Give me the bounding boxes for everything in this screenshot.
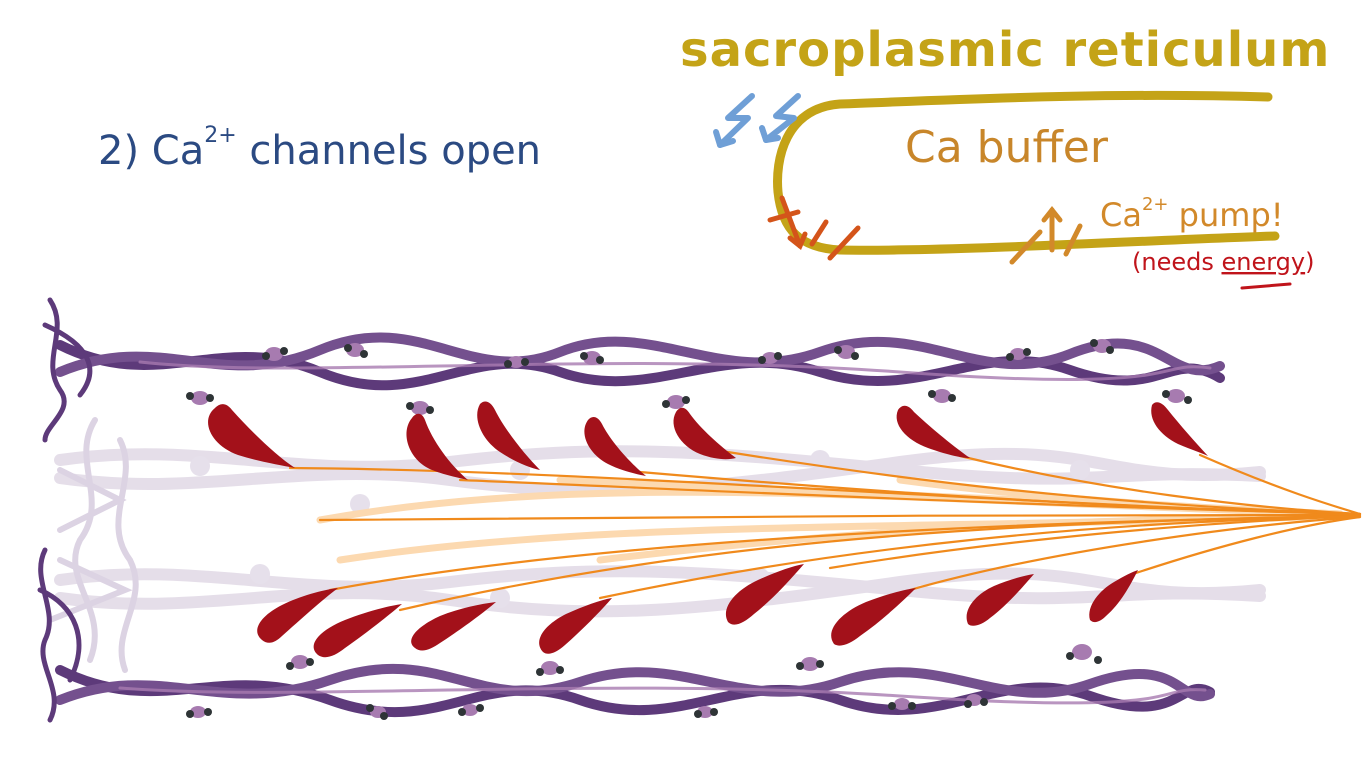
troponin-complex — [366, 704, 388, 720]
myosin-head — [1151, 402, 1208, 456]
down-arrow-icon — [767, 195, 861, 261]
myosin-head — [1089, 570, 1138, 623]
background-actin-filaments — [54, 445, 1266, 618]
troponin-complex — [888, 698, 916, 710]
troponin-complex — [1006, 348, 1031, 361]
ca-pump-label: Ca2+ pump! — [1100, 194, 1284, 234]
myosin-head — [208, 404, 295, 468]
myosin-thick-filament — [288, 444, 1362, 612]
myosin-head — [673, 407, 736, 460]
up-arrow-icon — [1009, 205, 1083, 265]
troponin-complex — [406, 401, 434, 415]
myosin-head — [406, 413, 468, 480]
bottom-actin-filament — [55, 663, 1215, 718]
myosin-head — [966, 574, 1034, 626]
z-disc — [37, 297, 93, 723]
troponin-complex — [504, 356, 529, 368]
troponin-complex — [796, 657, 824, 671]
sarcoplasmic-reticulum: sacroplasmic reticulum Ca buffer Ca2+ pu… — [680, 22, 1330, 290]
myosin-head — [831, 588, 916, 646]
troponin-complex — [834, 345, 859, 360]
troponin-complex — [662, 395, 690, 409]
myosin-head — [313, 604, 402, 658]
myosin-head — [539, 598, 612, 654]
sr-membrane — [773, 90, 1280, 255]
ca-buffer-label: Ca buffer — [905, 122, 1109, 173]
troponin-complex — [1162, 389, 1192, 404]
top-actin-filament — [55, 332, 1225, 391]
troponin-complex — [1066, 644, 1102, 664]
energy-note: (needs energy) — [1132, 248, 1314, 276]
sr-label: sacroplasmic reticulum — [680, 22, 1330, 78]
bottom-binding-sites — [186, 644, 1102, 720]
double-arrow-icon — [713, 93, 801, 148]
troponin-complex — [758, 352, 782, 364]
top-binding-sites — [186, 339, 1192, 415]
troponin-complex — [694, 706, 718, 718]
troponin-complex — [536, 661, 564, 676]
troponin-complex — [186, 706, 212, 718]
myosin-head — [257, 588, 338, 643]
troponin-complex — [344, 343, 368, 358]
myosin-heads — [208, 401, 1208, 658]
myosin-head — [411, 602, 496, 651]
troponin-complex — [928, 389, 956, 403]
myosin-head — [584, 416, 646, 476]
troponin-complex — [1090, 339, 1114, 354]
background-z-disc — [47, 417, 139, 673]
troponin-complex — [262, 347, 288, 361]
step-title: 2) Ca2+ channels open — [98, 123, 541, 174]
myosin-head — [725, 564, 804, 625]
myosin-head — [896, 405, 970, 458]
myosin-head — [477, 401, 540, 470]
troponin-complex — [580, 351, 604, 365]
troponin-complex — [186, 391, 214, 405]
energy-underline — [1240, 282, 1292, 290]
troponin-complex — [286, 655, 314, 670]
troponin-complex — [964, 694, 988, 708]
troponin-complex — [458, 704, 484, 716]
